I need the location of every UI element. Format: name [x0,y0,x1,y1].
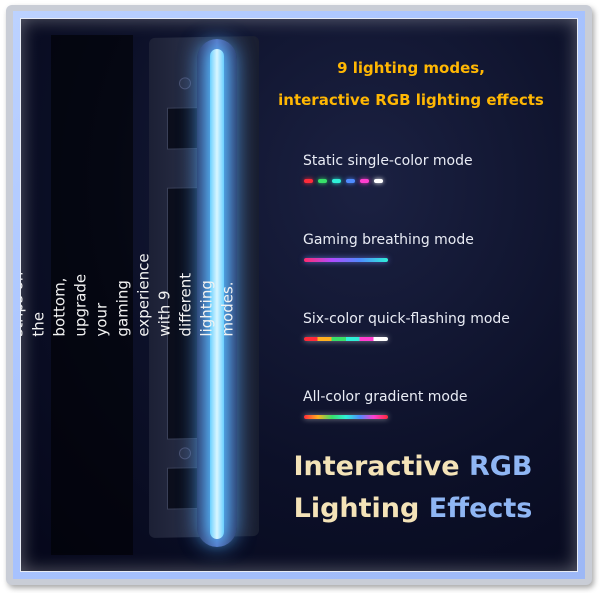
color-dot [304,179,313,183]
screw-icon [179,77,191,90]
side-caption: RGB ambient lighting strips on the botto… [21,35,237,555]
color-dot [360,179,369,183]
screw-icon [179,447,191,460]
mode-static-label: Static single-color mode [303,153,473,169]
side-caption-panel [51,35,133,555]
mode-breathing-bar [304,258,388,262]
mode-breathing-label: Gaming breathing mode [303,232,474,248]
side-caption-text: RGB ambient lighting strips on the botto… [20,253,238,337]
color-dot [332,179,341,183]
color-dot [374,179,383,183]
title-word: Effects [428,493,533,524]
headline-line-1: 9 lighting modes, [337,59,485,77]
mode-gradient-bar [304,415,388,419]
title-word: RGB [468,451,533,482]
title-line-1: Interactive RGB [283,451,543,482]
color-dot [318,179,327,183]
mode-flashing-bar [304,337,388,341]
promo-image: RGB ambient lighting strips on the botto… [20,18,578,572]
headline-line-2: interactive RGB lighting effects [278,91,544,109]
mode-gradient-label: All-color gradient mode [303,389,468,405]
mode-static-dots [304,179,383,183]
mode-flashing-label: Six-color quick-flashing mode [303,311,510,327]
title-word: Lighting [293,493,429,524]
color-dot [346,179,355,183]
title-line-2: Lighting Effects [283,493,543,524]
title-word: Interactive [293,451,469,482]
rgb-strip-light [210,49,224,539]
